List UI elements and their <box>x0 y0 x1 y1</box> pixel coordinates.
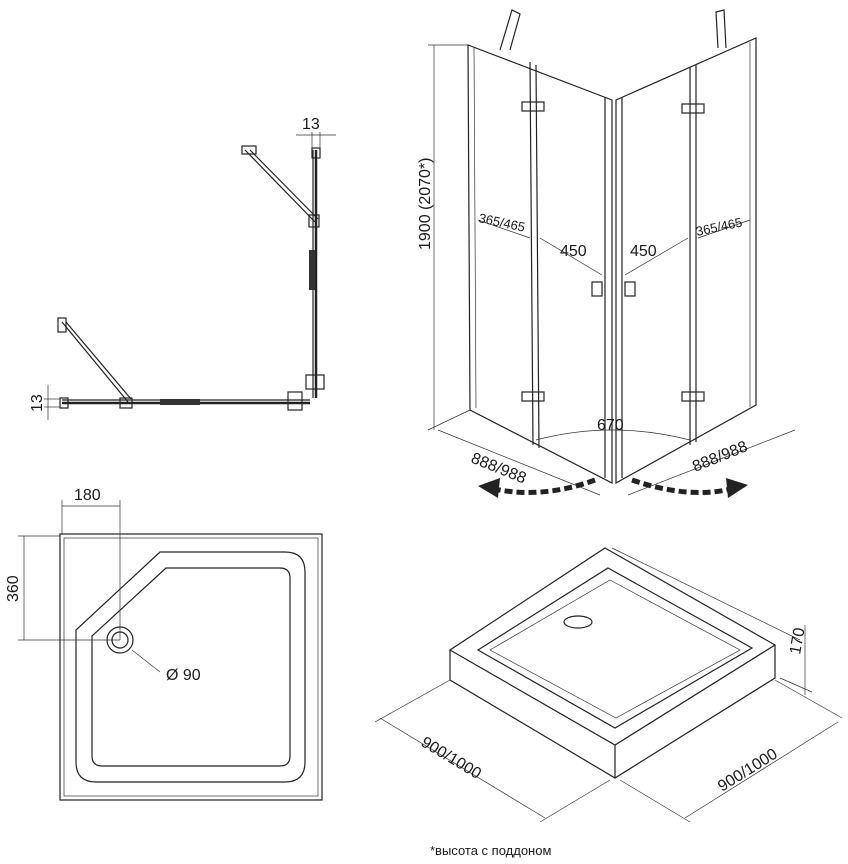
cabin-height: 1900 (2070*) <box>417 157 434 250</box>
tray-width-right: 900/1000 <box>715 746 781 796</box>
tray-iso-view: 170 900/1000 900/1000 <box>374 547 843 823</box>
plan-dim-top: 13 <box>302 116 320 133</box>
plan-dim-left: 13 <box>29 394 46 412</box>
cabin-right-door: 450 <box>630 243 657 260</box>
plan-view: 13 13 <box>29 116 336 420</box>
tray-width-left: 900/1000 <box>418 734 484 783</box>
cabin-right-depth: 888/988 <box>690 438 750 475</box>
cabin-entry-width: 670 <box>597 417 624 434</box>
right-swing-arrow <box>631 477 736 495</box>
cabin-view: 1900 (2070*) 365/465 450 450 365/465 670… <box>417 9 796 498</box>
left-swing-arrow <box>489 477 596 495</box>
cabin-left-panel: 365/465 <box>477 210 526 234</box>
tray-drain-diameter: Ø 90 <box>166 667 201 684</box>
tray-dim-x: 180 <box>74 487 101 504</box>
tray-dim-y: 360 <box>5 575 22 602</box>
footnote: *высота с поддоном <box>430 843 551 858</box>
cabin-left-door: 450 <box>560 243 587 260</box>
tray-top-view: 180 360 Ø 90 <box>5 487 323 801</box>
tray-height: 170 <box>787 626 808 655</box>
cabin-right-panel: 365/465 <box>695 214 744 238</box>
